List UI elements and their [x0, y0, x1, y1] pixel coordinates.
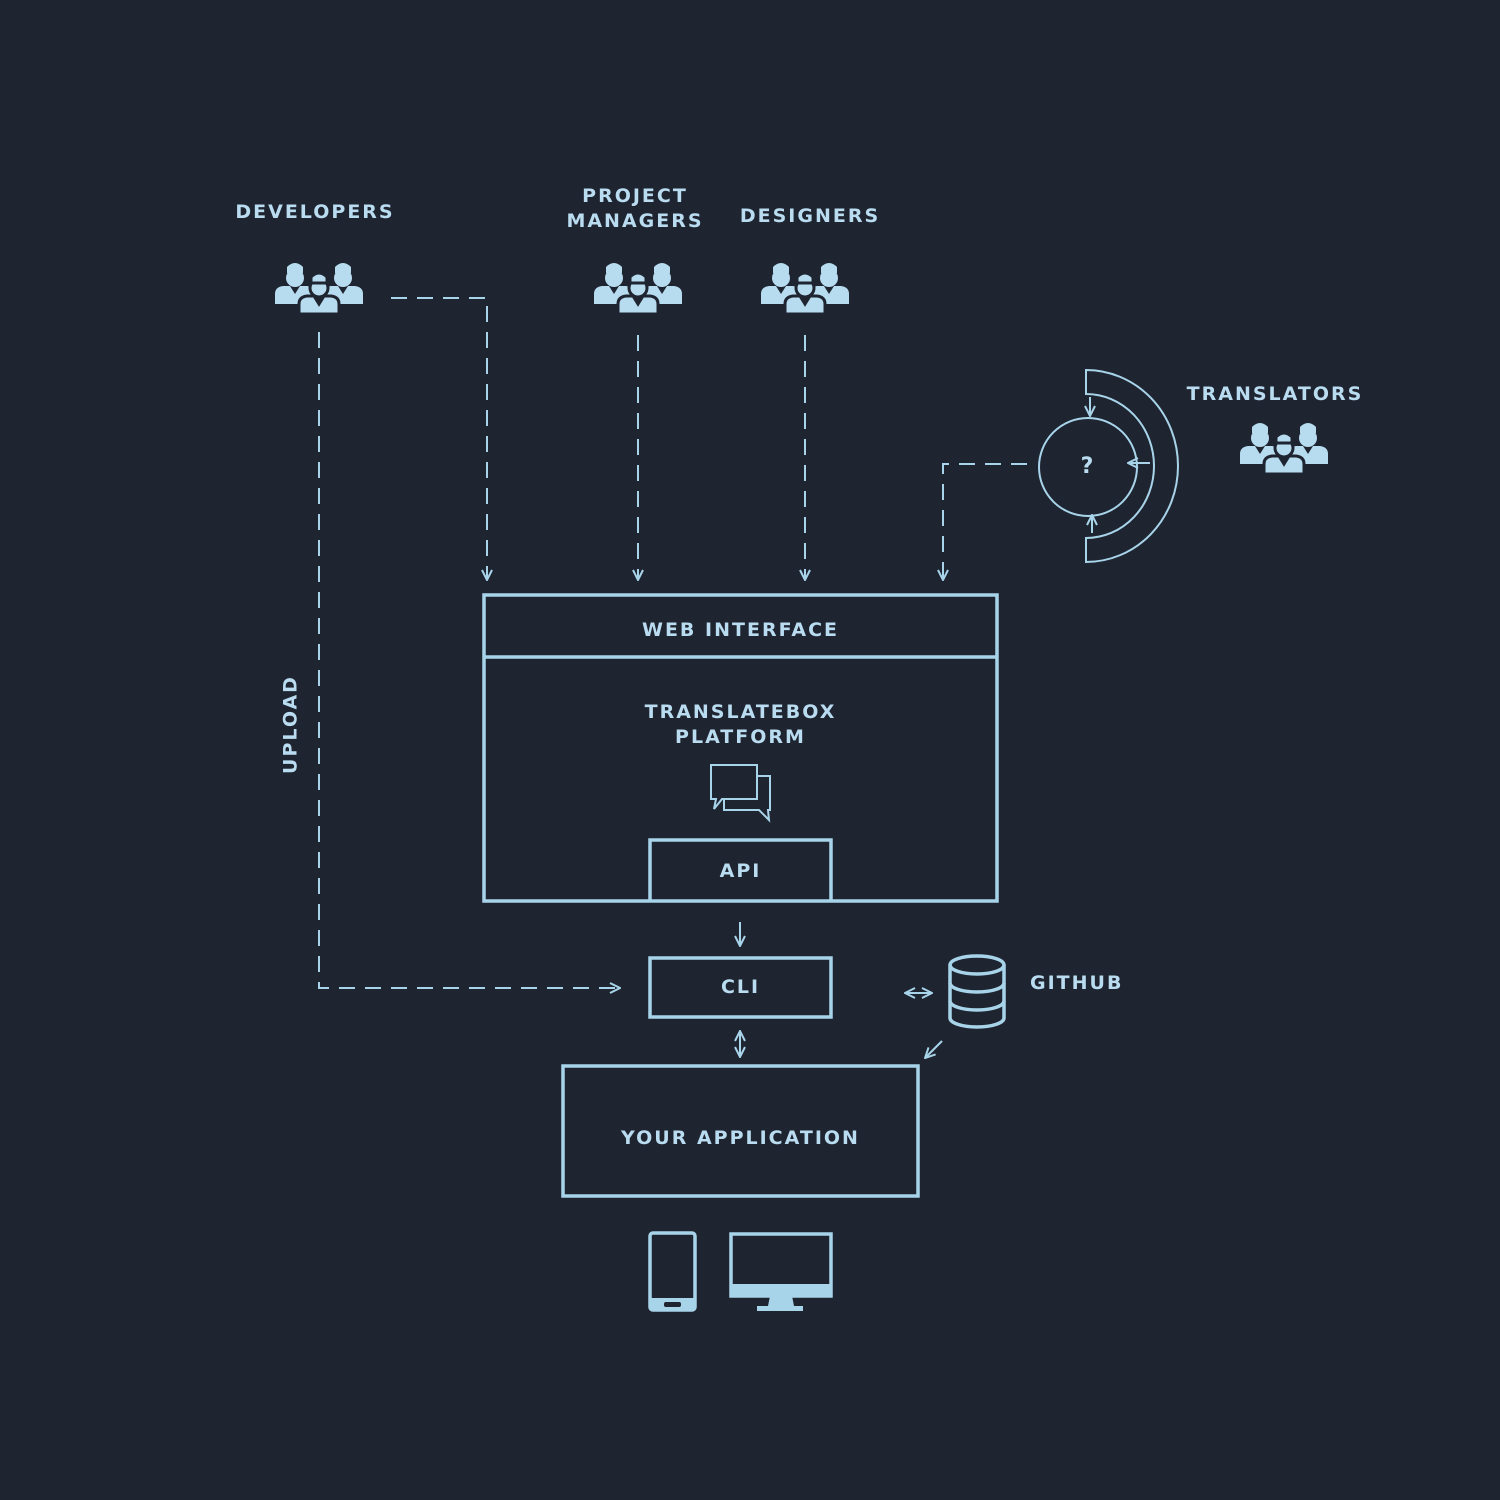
platform-box	[482, 593, 999, 903]
designers-label: DESIGNERS	[739, 205, 881, 227]
github-to-app-arrow	[925, 1040, 943, 1058]
upload-label: UPLOAD	[279, 675, 302, 774]
phone-icon	[648, 1231, 697, 1312]
developers-people-icon	[275, 263, 363, 314]
database-icon	[948, 954, 1006, 1029]
translation-cycle	[1038, 368, 1179, 564]
chat-bubbles-icon	[710, 764, 771, 823]
api-label: API	[719, 860, 762, 882]
designers-people-icon	[761, 263, 849, 314]
project-managers-label-line2: MANAGERS	[566, 210, 704, 232]
application-label: YOUR APPLICATION	[621, 1127, 860, 1149]
question-mark: ?	[1080, 454, 1096, 479]
translators-people-icon	[1240, 423, 1328, 474]
translators-label: TRANSLATORS	[1186, 383, 1364, 405]
project-managers-label-line1: PROJECT	[582, 185, 688, 207]
developers-label: DEVELOPERS	[235, 201, 395, 223]
web-interface-label: WEB INTERFACE	[642, 619, 839, 641]
upload-arrow	[318, 332, 620, 988]
monitor-icon	[729, 1232, 833, 1311]
application-box	[561, 1064, 920, 1198]
translators-to-web-arrow	[943, 463, 1027, 580]
platform-title-line1: TRANSLATEBOX	[644, 701, 837, 723]
cli-label: CLI	[720, 976, 761, 998]
project-managers-people-icon	[594, 263, 682, 314]
cli-box	[648, 956, 833, 1019]
developers-to-web-arrow	[391, 297, 487, 580]
api-box	[648, 838, 833, 901]
platform-title-line2: PLATFORM	[675, 726, 806, 748]
github-label: GITHUB	[1030, 972, 1124, 994]
